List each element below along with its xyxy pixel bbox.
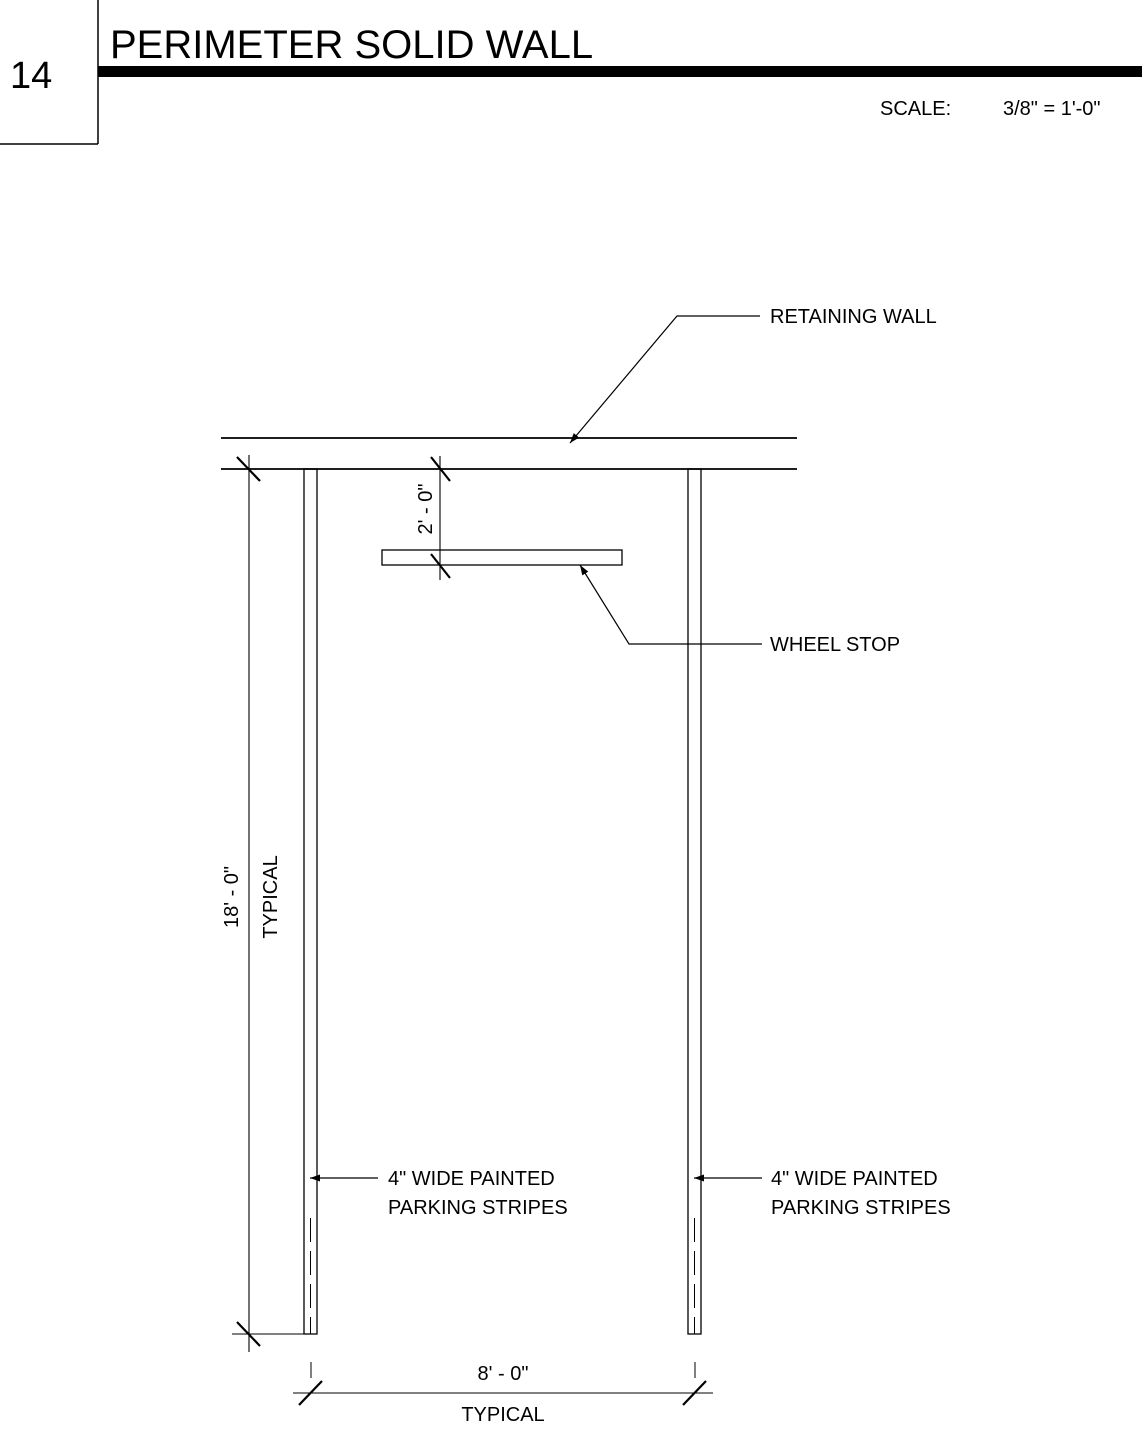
wheel-stop <box>381 549 623 566</box>
wheel-stop-callout: WHEEL STOP <box>579 564 900 656</box>
parking-stripe-right <box>687 468 702 1378</box>
stall-length-dimension: 18' - 0" TYPICAL <box>221 455 304 1352</box>
retaining-wall-leader <box>569 315 760 444</box>
offset-dim-text: 2' - 0" <box>415 484 437 535</box>
stripe-left-label-line2: PARKING STRIPES <box>388 1197 568 1219</box>
length-tick-bottom <box>236 1321 261 1347</box>
stripe-right-label-line1: 4" WIDE PAINTED <box>771 1168 938 1190</box>
length-dim-text: 18' - 0" <box>221 866 243 928</box>
width-tick-right <box>682 1380 707 1406</box>
stripe-callout-left: 4" WIDE PAINTED PARKING STRIPES <box>310 1168 568 1219</box>
title-block: 14 PERIMETER SOLID WALL SCALE: 3/8" = 1'… <box>0 0 1142 145</box>
retaining-wall <box>221 437 797 470</box>
detail-title: PERIMETER SOLID WALL <box>110 23 593 67</box>
stripe-callout-right: 4" WIDE PAINTED PARKING STRIPES <box>694 1168 951 1219</box>
stall-width-dimension: 8' - 0" TYPICAL <box>293 1363 713 1426</box>
width-dim-note: TYPICAL <box>461 1404 544 1426</box>
stripe-left-label-line1: 4" WIDE PAINTED <box>388 1168 555 1190</box>
scale-value: 3/8" = 1'-0" <box>1003 98 1101 120</box>
wheel-stop-offset-dimension: 2' - 0" <box>415 456 451 580</box>
wheel-stop-outline <box>381 549 623 566</box>
offset-tick-top <box>430 456 451 482</box>
length-dim-note: TYPICAL <box>260 855 282 938</box>
width-dim-text: 8' - 0" <box>478 1363 529 1385</box>
wheel-stop-leader <box>579 564 762 645</box>
title-underline-bar <box>98 66 1142 77</box>
scale-label: SCALE: <box>880 98 951 120</box>
stripe-right-label-line2: PARKING STRIPES <box>771 1197 951 1219</box>
stripe-right-outline <box>687 468 702 1335</box>
detail-number: 14 <box>10 55 52 97</box>
length-tick-top <box>236 456 261 482</box>
retaining-wall-callout: RETAINING WALL <box>569 306 937 444</box>
width-tick-left <box>298 1380 323 1406</box>
offset-tick-bottom <box>430 553 451 579</box>
stripe-left-outline <box>303 468 318 1335</box>
wheel-stop-label: WHEEL STOP <box>770 634 900 656</box>
retaining-wall-label: RETAINING WALL <box>770 306 937 328</box>
parking-stripe-left <box>303 468 318 1378</box>
